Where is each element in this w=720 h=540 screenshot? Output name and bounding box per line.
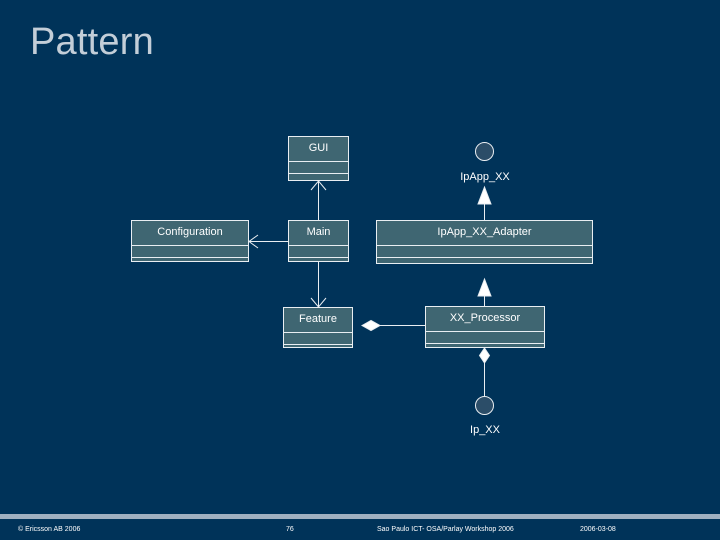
uml-attributes-compartment [289, 161, 348, 173]
uml-class-name: Feature [299, 313, 337, 325]
footer-page-number: 76 [286, 526, 294, 533]
footer-divider [0, 514, 720, 519]
uml-class-xx-processor[interactable]: XX_Processor [425, 306, 545, 348]
uml-class-name: IpApp_XX_Adapter [437, 226, 532, 238]
uml-attributes-compartment [426, 331, 544, 343]
uml-class-name: XX_Processor [449, 312, 521, 324]
uml-operations-compartment [284, 344, 352, 356]
uml-class-name: Configuration [157, 226, 223, 238]
uml-class-feature[interactable]: Feature [283, 307, 353, 348]
interface-label-ip-xx: Ip_XX [470, 424, 500, 436]
uml-class-name: GUI [308, 142, 329, 154]
uml-attributes-compartment [289, 245, 348, 257]
uml-attributes-compartment [132, 245, 248, 257]
interface-circle-ipapp-xx[interactable] [475, 142, 494, 161]
footer-copyright: © Ericsson AB 2006 [18, 526, 81, 533]
footer-event-name: Sao Paulo ICT- OSA/Parlay Workshop 2006 [377, 526, 514, 533]
uml-class-main[interactable]: Main [288, 220, 349, 262]
uml-operations-compartment [132, 257, 248, 269]
uml-class-configuration[interactable]: Configuration [131, 220, 249, 262]
uml-class-name: Main [306, 226, 331, 238]
uml-operations-compartment [289, 257, 348, 269]
uml-operations-compartment [377, 257, 592, 269]
uml-operations-compartment [426, 343, 544, 355]
uml-operations-compartment [289, 173, 348, 185]
uml-class-gui[interactable]: GUI [288, 136, 349, 181]
interface-label-ipapp-xx: IpApp_XX [460, 171, 510, 183]
slide-footer: © Ericsson AB 2006 76 Sao Paulo ICT- OSA… [0, 519, 720, 540]
page-title: Pattern [30, 21, 154, 63]
uml-class-ipapp-xx-adapter[interactable]: IpApp_XX_Adapter [376, 220, 593, 264]
uml-attributes-compartment [377, 245, 592, 257]
interface-circle-ip-xx[interactable] [475, 396, 494, 415]
footer-date: 2006-03-08 [580, 526, 616, 533]
uml-attributes-compartment [284, 332, 352, 344]
